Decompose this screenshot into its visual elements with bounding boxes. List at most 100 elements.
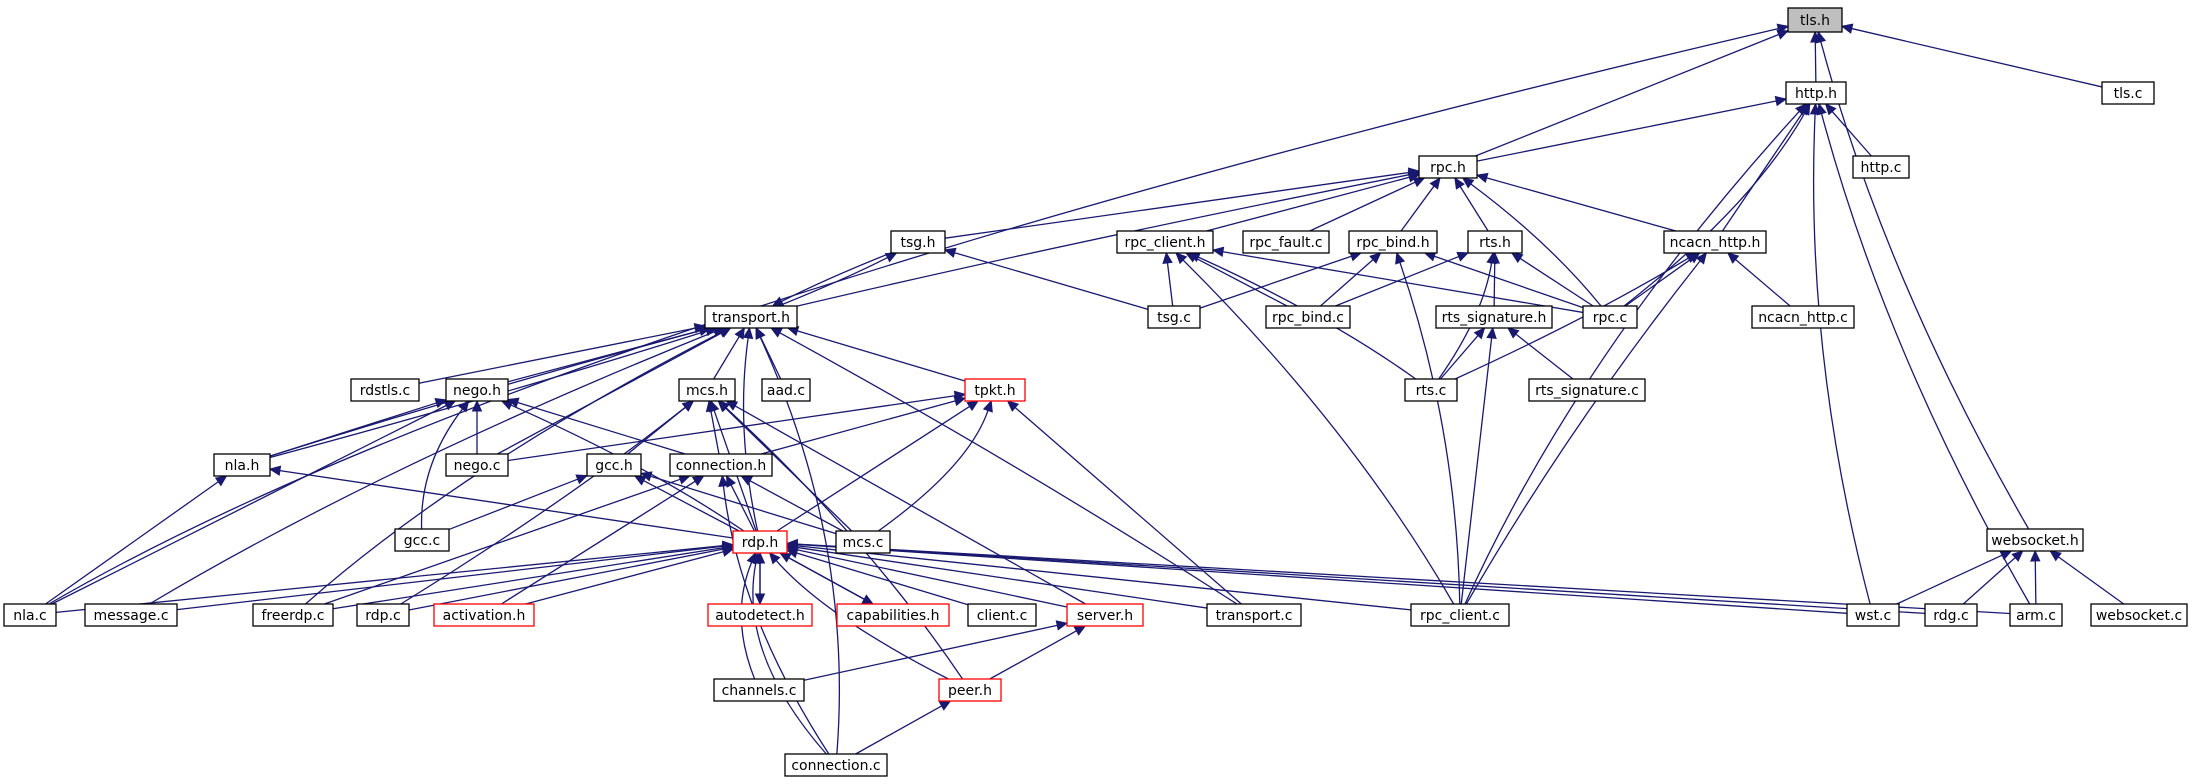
edge-line [448, 478, 578, 531]
edge-rts-c-to-ncacn-http-h [1454, 252, 1698, 380]
node-tsg-c[interactable]: tsg.c [1147, 305, 1201, 329]
node-rts-c[interactable]: rts.c [1404, 378, 1458, 402]
node-rdg-c[interactable]: rdg.c [1924, 603, 1978, 627]
node-gcc-h[interactable]: gcc.h [586, 453, 642, 477]
node-http-h[interactable]: http.h [1785, 81, 1847, 105]
node-http-c[interactable]: http.c [1852, 155, 1910, 179]
node-capabilities-h[interactable]: capabilities.h [836, 603, 950, 627]
arrowhead-icon [1774, 95, 1788, 107]
node-rts-signature-c[interactable]: rts_signature.c [1528, 378, 1646, 402]
node-ncacn-http-h[interactable]: ncacn_http.h [1663, 230, 1767, 254]
node-aad-c[interactable]: aad.c [761, 378, 811, 402]
edge-tsg-c-to-rpc-client-h [1162, 251, 1174, 307]
node-label: wst.c [1855, 608, 1891, 624]
node-rpc-h[interactable]: rpc.h [1418, 155, 1478, 179]
node-rpc-fault-c[interactable]: rpc_fault.c [1242, 230, 1330, 254]
edge-line [1309, 181, 1416, 232]
node-label: freerdp.c [261, 608, 324, 624]
arrowhead-icon [966, 400, 980, 412]
node-tls-h[interactable]: tls.h [1787, 7, 1843, 33]
node-label: connection.h [676, 458, 766, 474]
edge-websocket-h-to-tls-h [1815, 30, 2030, 530]
node-rpc-c[interactable]: rpc.c [1582, 305, 1638, 329]
node-mcs-h[interactable]: mcs.h [678, 378, 736, 402]
node-label: rpc_client.h [1124, 235, 1205, 251]
edge-rts-h-to-rpc-h [1454, 176, 1489, 232]
node-mcs-c[interactable]: mcs.c [835, 530, 891, 554]
arrowhead-icon [755, 326, 766, 340]
node-box [1528, 378, 1646, 402]
node-label: rdg.c [1933, 608, 1968, 624]
edge-line [796, 552, 969, 606]
node-rpc-bind-c[interactable]: rpc_bind.c [1265, 305, 1351, 329]
edge-line [779, 552, 865, 600]
arrowhead-icon [457, 400, 470, 413]
node-transport-c[interactable]: transport.c [1206, 603, 1302, 627]
arrowhead-icon [982, 399, 993, 413]
node-box [1785, 81, 1847, 105]
node-connection-h[interactable]: connection.h [669, 453, 773, 477]
node-tsg-h[interactable]: tsg.h [890, 230, 946, 254]
node-channels-c[interactable]: channels.c [713, 678, 805, 702]
edge-line [1476, 100, 1777, 162]
node-box [761, 378, 811, 402]
node-transport-h[interactable]: transport.h [704, 305, 798, 329]
edge-line [944, 171, 1410, 239]
edge-activation-h-to-rdp-h [525, 546, 735, 605]
edge-connection-c-to-peer-h [855, 700, 952, 755]
node-rts-signature-h[interactable]: rts_signature.h [1435, 305, 1553, 329]
edge-line [796, 545, 1412, 611]
node-nla-h[interactable]: nla.h [213, 453, 271, 477]
node-box [707, 603, 813, 627]
node-nego-c[interactable]: nego.c [445, 453, 509, 477]
edge-line [877, 410, 989, 532]
edge-http-c-to-http-h [1824, 103, 1872, 157]
arrowhead-icon [1695, 252, 1708, 265]
node-connection-c[interactable]: connection.c [784, 753, 888, 777]
node-rpc-client-h[interactable]: rpc_client.h [1116, 230, 1214, 254]
node-label: http.h [1795, 86, 1837, 102]
node-rdp-c[interactable]: rdp.c [356, 603, 410, 627]
node-client-c[interactable]: client.c [967, 603, 1037, 627]
node-rpc-bind-h[interactable]: rpc_bind.h [1348, 230, 1438, 254]
node-box [213, 453, 271, 477]
edge-line [1721, 111, 1804, 232]
edge-line [796, 546, 1208, 609]
node-tpkt-h[interactable]: tpkt.h [964, 378, 1026, 402]
edge-line [1460, 337, 1493, 605]
node-message-c[interactable]: message.c [84, 603, 178, 627]
node-wst-c[interactable]: wst.c [1846, 603, 1900, 627]
node-rts-h[interactable]: rts.h [1467, 230, 1523, 254]
edge-rts-c-to-rts-signature-h [1439, 327, 1486, 380]
edge-line [55, 545, 724, 614]
arrowhead-icon [1999, 550, 2013, 561]
node-nego-h[interactable]: nego.h [445, 378, 509, 402]
node-box [433, 603, 535, 627]
node-server-h[interactable]: server.h [1066, 603, 1144, 627]
arrowhead-icon [1429, 177, 1441, 190]
node-rdp-h[interactable]: rdp.h [732, 530, 788, 554]
node-autodetect-h[interactable]: autodetect.h [707, 603, 813, 627]
node-tls-c[interactable]: tls.c [2101, 81, 2155, 105]
node-gcc-c[interactable]: gcc.c [394, 528, 450, 552]
edge-line [796, 174, 1410, 307]
node-rdstls-c[interactable]: rdstls.c [350, 378, 420, 402]
node-arm-c[interactable]: arm.c [2009, 603, 2063, 627]
node-ncacn-http-c[interactable]: ncacn_http.c [1751, 305, 1855, 329]
edge-line [400, 406, 686, 605]
edge-line [332, 547, 724, 610]
node-websocket-c[interactable]: websocket.c [2090, 603, 2188, 627]
edge-line [1464, 110, 1800, 605]
node-activation-h[interactable]: activation.h [433, 603, 535, 627]
node-websocket-h[interactable]: websocket.h [1986, 528, 2084, 552]
node-nla-c[interactable]: nla.c [3, 603, 57, 627]
arrowhead-icon [1461, 177, 1475, 189]
node-box [356, 603, 410, 627]
node-rpc-client-c[interactable]: rpc_client.c [1410, 603, 1510, 627]
edge-rpc-client-c-to-rts-signature-h [1460, 326, 1497, 605]
node-peer-h[interactable]: peer.h [938, 678, 1002, 702]
edge-transport-h-to-tsg-h [778, 252, 898, 307]
arrowhead-icon [1412, 177, 1426, 188]
node-freerdp-c[interactable]: freerdp.c [252, 603, 334, 627]
arrowhead-icon [718, 474, 729, 488]
